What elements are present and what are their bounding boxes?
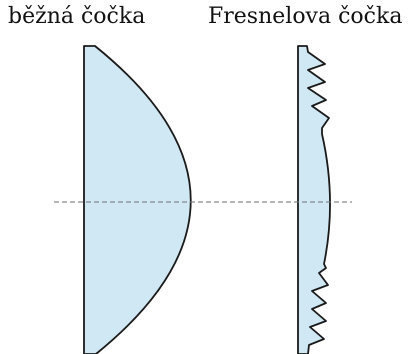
conventional-lens-label: běžná čočka [8,4,146,29]
fresnel-lens-label: Fresnelova čočka [208,4,403,29]
conventional-lens-shape [83,45,192,354]
fresnel-lens-shape [297,45,331,354]
